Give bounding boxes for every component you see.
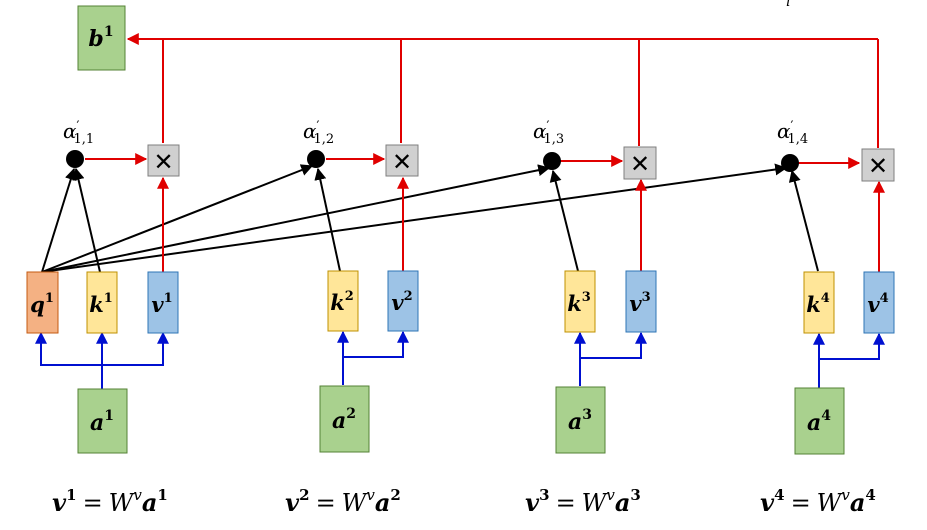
value-label: v3 bbox=[629, 290, 650, 316]
key-label: k3 bbox=[567, 290, 591, 316]
multiply-icon: ✕ bbox=[868, 152, 888, 180]
key-box bbox=[86, 271, 118, 334]
value-box bbox=[147, 271, 179, 334]
input-label: a1 bbox=[90, 408, 114, 436]
key-label: k2 bbox=[330, 289, 354, 315]
output-box bbox=[77, 5, 126, 71]
input-box bbox=[555, 386, 606, 454]
value-label: v1 bbox=[151, 291, 172, 317]
key-box bbox=[327, 270, 359, 332]
alpha-label: α′1,4 bbox=[777, 119, 808, 147]
column-1: α′1,1 ✕ k1 v1 a1 v1=Wva1 bbox=[52, 119, 180, 517]
input-box bbox=[77, 388, 128, 454]
k1-to-alpha-1-1 bbox=[72, 167, 101, 273]
column-4: α′1,4 ✕ k4 v4 a4 v4=Wva4 bbox=[760, 119, 895, 517]
value-label: v2 bbox=[391, 289, 412, 315]
value-equation: v2=Wva2 bbox=[285, 486, 401, 517]
value-equation: v3=Wva3 bbox=[525, 486, 641, 517]
k3-to-alpha-1-3 bbox=[549, 169, 579, 272]
query-q1: q1 bbox=[26, 271, 59, 334]
input-label: a4 bbox=[807, 408, 831, 436]
column-2: α′1,2 ✕ k2 v2 a2 v2=Wva2 bbox=[285, 119, 419, 517]
alpha-label: α′1,1 bbox=[63, 119, 94, 147]
alpha-node bbox=[781, 154, 799, 172]
input-label: a3 bbox=[568, 407, 592, 435]
multiply-box bbox=[861, 148, 895, 182]
alpha-node bbox=[66, 150, 84, 168]
multiply-icon: ✕ bbox=[153, 148, 173, 176]
value-equation: v4=Wva4 bbox=[760, 486, 876, 517]
alpha-label: α′1,3 bbox=[533, 119, 564, 147]
column-3: α′1,3 ✕ k3 v3 a3 v3=Wva3 bbox=[525, 119, 657, 517]
key-label: k4 bbox=[806, 291, 830, 317]
output-b1: b1 bbox=[77, 5, 126, 71]
output-label: b1 bbox=[88, 24, 113, 52]
value-equation: v1=Wva1 bbox=[52, 486, 168, 517]
multiply-box bbox=[623, 146, 657, 180]
q1-to-alpha-1-4 bbox=[41, 163, 788, 273]
weight-arrows bbox=[85, 153, 885, 272]
alpha-label: α′1,2 bbox=[303, 119, 334, 147]
multiply-icon: ✕ bbox=[630, 150, 650, 178]
key-label: k1 bbox=[89, 291, 113, 317]
value-box bbox=[863, 271, 895, 334]
value-box bbox=[387, 270, 419, 332]
value-box bbox=[625, 270, 657, 333]
query-label: q1 bbox=[30, 291, 54, 317]
score-arrows bbox=[41, 163, 819, 273]
multiply-box bbox=[147, 144, 180, 177]
input-box bbox=[794, 387, 845, 455]
q1-to-alpha-1-3 bbox=[41, 164, 551, 273]
alpha-node bbox=[543, 152, 561, 170]
multiply-icon: ✕ bbox=[392, 148, 412, 176]
input-arrows bbox=[35, 330, 885, 389]
query-box bbox=[26, 271, 59, 334]
key-box bbox=[803, 271, 835, 334]
alpha-node bbox=[307, 150, 325, 168]
multiply-box bbox=[385, 144, 419, 177]
value-label: v4 bbox=[867, 291, 888, 317]
k2-to-alpha-1-2 bbox=[314, 167, 341, 272]
input-box bbox=[319, 385, 370, 453]
q1-to-alpha-1-1 bbox=[41, 167, 77, 273]
stray-mark: i bbox=[786, 0, 790, 10]
k4-to-alpha-1-4 bbox=[788, 169, 819, 272]
input-label: a2 bbox=[332, 406, 356, 434]
output-bus bbox=[126, 33, 879, 148]
q1-to-alpha-1-2 bbox=[41, 164, 314, 273]
key-box bbox=[564, 270, 596, 333]
